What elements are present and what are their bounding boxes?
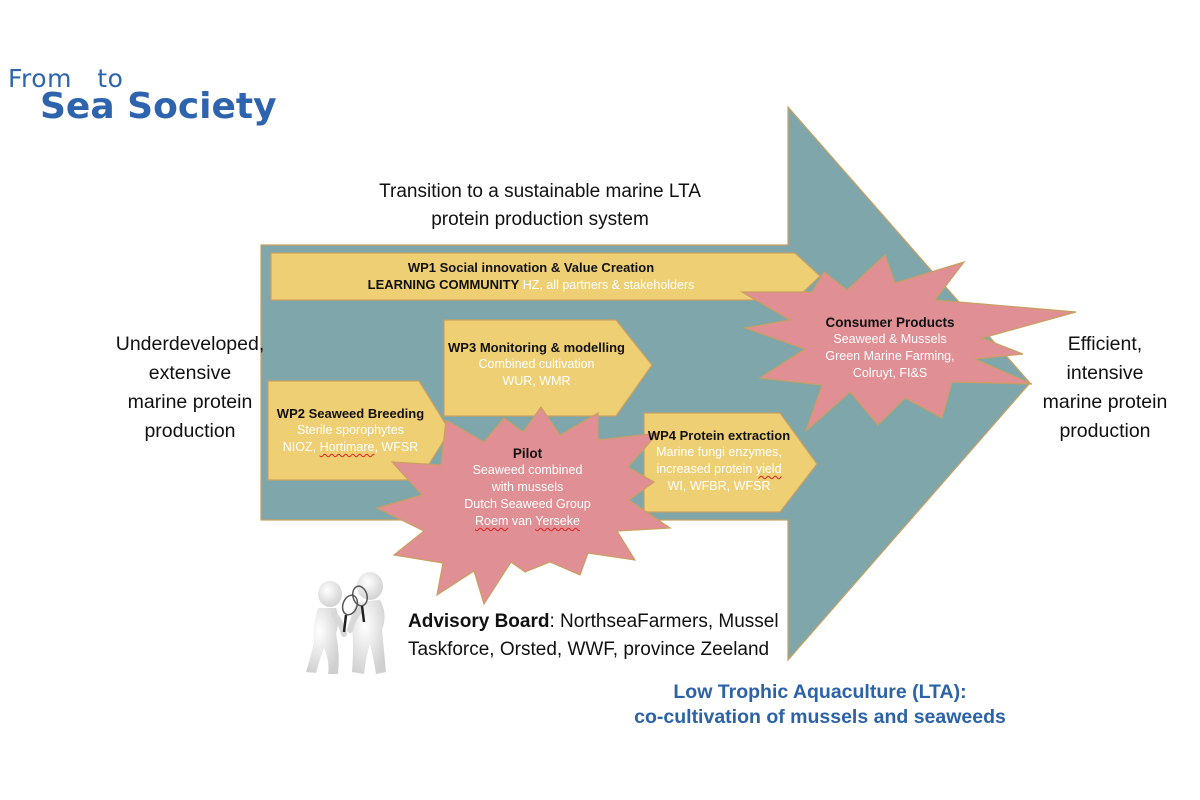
wp4-line-1: Marine fungi enzymes, [656, 445, 782, 459]
wp3-line-1: Combined cultivation [478, 357, 595, 371]
right-label-line: intensive [1066, 362, 1144, 384]
wp1-title: WP1 Social innovation & Value Creation [407, 260, 655, 275]
consumer-line-3: Colruyt, FI&S [852, 366, 928, 380]
lta-line-1: Low Trophic Aquaculture (LTA): [673, 681, 967, 703]
wp2-partner: Hortimare [319, 440, 375, 454]
consumer-products-star [739, 253, 1077, 433]
logo-title: Sea Society [40, 86, 277, 127]
wp2-partner: NIOZ, [282, 440, 320, 454]
pilot-line-2: with mussels [491, 480, 564, 494]
wp2-line-1: Sterile sporophytes [296, 423, 404, 437]
wp2-text: WP2 Seaweed Breeding Sterile sporophytes… [268, 405, 433, 456]
advisory-board-text: Advisory Board: NorthseaFarmers, Mussel … [408, 608, 779, 664]
left-label: Underdeveloped, extensive marine protein… [95, 330, 285, 446]
wp3-text: WP3 Monitoring & modelling Combined cult… [444, 339, 629, 390]
wp3-box [443, 319, 653, 417]
consumer-products-text: Consumer Products Seaweed & Mussels Gree… [810, 314, 970, 382]
logo-line-1: From to [8, 64, 124, 93]
wp4-title: WP4 Protein extraction [647, 428, 791, 443]
wp4-box [643, 412, 818, 513]
transition-line-1: Transition to a sustainable marine LTA [379, 181, 701, 202]
wp2-box [267, 380, 451, 481]
big-arrow [260, 105, 1031, 662]
consumer-line-1: Seaweed & Mussels [833, 332, 947, 346]
consumer-title: Consumer Products [825, 315, 955, 330]
right-label-line: production [1059, 420, 1151, 442]
wp2-line-2: NIOZ, Hortimare, WFSR [268, 439, 433, 456]
lta-line-2: co-cultivation of mussels and seaweeds [634, 706, 1006, 728]
pilot-partner: Yerseke [535, 514, 580, 528]
wp2-partner: , WFSR [374, 440, 419, 454]
pilot-line-1: Seaweed combined [472, 463, 583, 477]
wp1-partners: HZ, all partners & stakeholders [519, 278, 695, 292]
left-label-line: marine protein [127, 391, 253, 413]
right-label: Efficient, intensive marine protein prod… [1025, 330, 1185, 446]
wp2-title: WP2 Seaweed Breeding [276, 406, 425, 421]
pilot-title: Pilot [512, 446, 543, 461]
transition-heading: Transition to a sustainable marine LTA p… [330, 178, 750, 234]
pilot-partner: Roem [475, 514, 509, 528]
pilot-line-3: Dutch Seaweed Group [464, 497, 591, 511]
advisory-label: Advisory Board [408, 611, 550, 632]
right-label-line: marine protein [1042, 391, 1168, 413]
wp4-line-3: WI, WFBR, WFSR [667, 479, 771, 493]
left-label-line: production [144, 420, 236, 442]
consumer-line-2: Green Marine Farming, [825, 349, 955, 363]
lta-caption: Low Trophic Aquaculture (LTA): co-cultiv… [590, 680, 1050, 730]
advisory-members: : NorthseaFarmers, Mussel [549, 611, 779, 632]
pilot-partner: van [508, 514, 536, 528]
advisory-line-2: Taskforce, Orsted, WWF, province Zeeland [408, 639, 770, 660]
wp4-text: WP4 Protein extraction Marine fungi enzy… [644, 427, 794, 495]
left-label-line: extensive [148, 362, 232, 384]
wp3-line-2: WUR, WMR [502, 374, 571, 388]
pilot-line-4: Roem van Yerseke [440, 513, 615, 530]
pilot-star [375, 405, 672, 606]
transition-line-2: protein production system [431, 209, 649, 230]
wp1-subtitle: LEARNING COMMUNITY HZ, all partners & st… [271, 276, 791, 294]
advisory-people-icon [306, 572, 386, 674]
pilot-text: Pilot Seaweed combined with mussels Dutc… [440, 445, 615, 530]
advisory-line-1: Advisory Board: NorthseaFarmers, Mussel [408, 608, 779, 636]
wp4-line-2: increased protein yield [644, 461, 794, 478]
wp1-text: WP1 Social innovation & Value Creation L… [271, 259, 791, 294]
wp1-box [270, 252, 821, 301]
wp4-text-part: increased protein [656, 462, 756, 476]
right-label-line: Efficient, [1067, 333, 1143, 355]
left-label-line: Underdeveloped, [115, 333, 265, 355]
wp3-title: WP3 Monitoring & modelling [448, 340, 625, 355]
wp4-text-part: yield [755, 462, 782, 476]
wp1-learning-community: LEARNING COMMUNITY [367, 277, 520, 292]
